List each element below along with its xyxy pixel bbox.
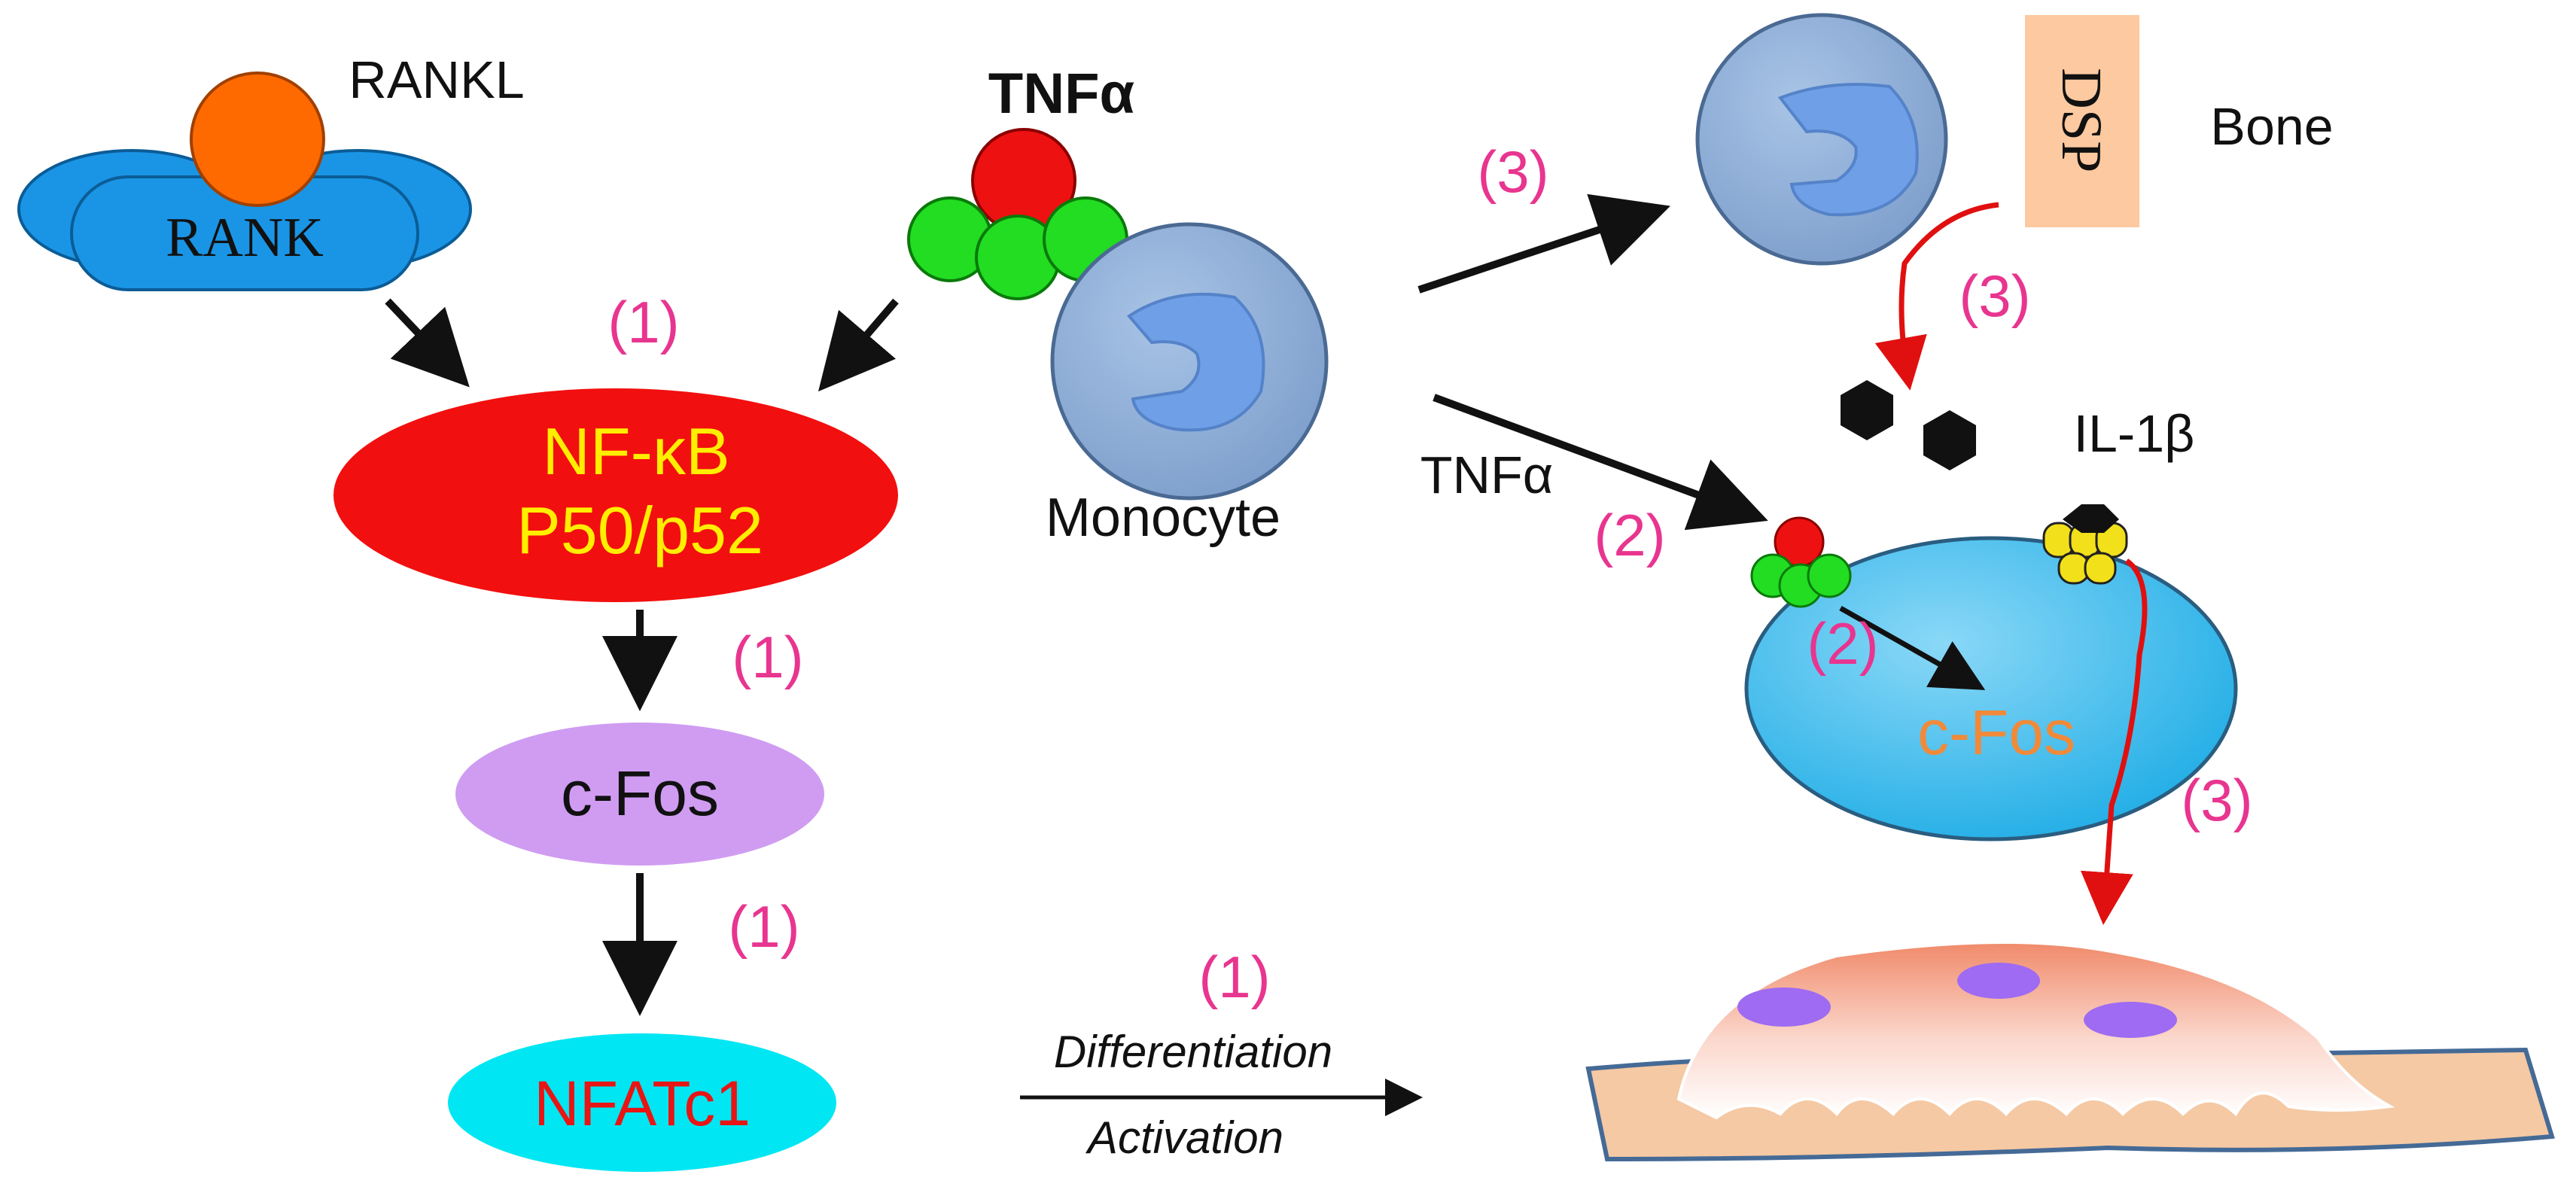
step-label-3b: (3) (1959, 263, 2030, 329)
tnf-receptor-precursor (1750, 516, 1852, 608)
step-label-3c: (3) (2181, 767, 2252, 833)
rankl-ligand (190, 72, 325, 207)
step-label-1a: (1) (607, 289, 679, 355)
cfos-left-label: c-Fos (561, 758, 719, 829)
dsp-block: DSP (2025, 15, 2139, 227)
arrow-rank-to-nfkb (385, 298, 470, 388)
step-label-1d: (1) (1198, 944, 1270, 1010)
step-label-1b: (1) (732, 624, 803, 690)
nfkb-node: NF-κB P50/p52 (333, 388, 898, 602)
nfatc1-label: NFATc1 (534, 1068, 751, 1139)
il1b-hexagon-2 (1923, 410, 1976, 470)
differentiation-label: Differentiation (1054, 1027, 1332, 1077)
red-arrow-dsp-to-il1b (1874, 202, 1999, 391)
nfkb-line2: P50/p52 (516, 493, 763, 568)
arrow-monocyte-to-bone (1417, 193, 1670, 294)
osteoclast-nucleus-1 (1737, 987, 1831, 1027)
step-label-2b: (2) (1807, 610, 1878, 677)
bone-label: Bone (2210, 97, 2333, 156)
tnfa-mid-label: TNFα (1420, 446, 1554, 504)
osteoclast-nucleus-2 (1957, 963, 2040, 999)
tnfa-top-label: TNFα (988, 62, 1134, 126)
bone-attached-cell (1695, 13, 1948, 266)
osteoclast-precursor-cell (1744, 536, 2238, 841)
step-label-3a: (3) (1477, 138, 1548, 205)
osteoclast-cell (1676, 941, 2395, 1120)
nfkb-line1: NF-κB (542, 414, 729, 488)
red-arrow-to-osteoclast (2080, 558, 2148, 925)
tnfa-cluster-top (907, 128, 1128, 300)
monocyte-label: Monocyte (1046, 488, 1280, 548)
arrow-tnfa-to-nfkb (818, 298, 899, 392)
il1b-label: IL-1β (2074, 404, 2195, 463)
rank-receptor: RANK (17, 149, 472, 291)
activation-label: Activation (1086, 1112, 1283, 1163)
cfos-left-node: c-Fos (455, 723, 824, 866)
rankl-label: RANKL (349, 50, 524, 109)
il1b-hexagon-1 (1841, 380, 1893, 440)
arrow-precursor-internal (1839, 605, 1986, 690)
osteoclast-nucleus-3 (2084, 1002, 2177, 1038)
rank-label: RANK (166, 207, 324, 269)
nfatc1-node: NFATc1 (448, 1033, 836, 1172)
arrow-monocyte-to-precursor (1433, 394, 1768, 531)
cfos-right-label: c-Fos (1917, 697, 2075, 768)
step-label-1c: (1) (728, 893, 799, 960)
dsp-label: DSP (2050, 68, 2113, 172)
monocyte-cell (1050, 222, 1329, 501)
step-label-2a: (2) (1594, 502, 1665, 568)
il1-receptor-precursor (2042, 504, 2128, 585)
